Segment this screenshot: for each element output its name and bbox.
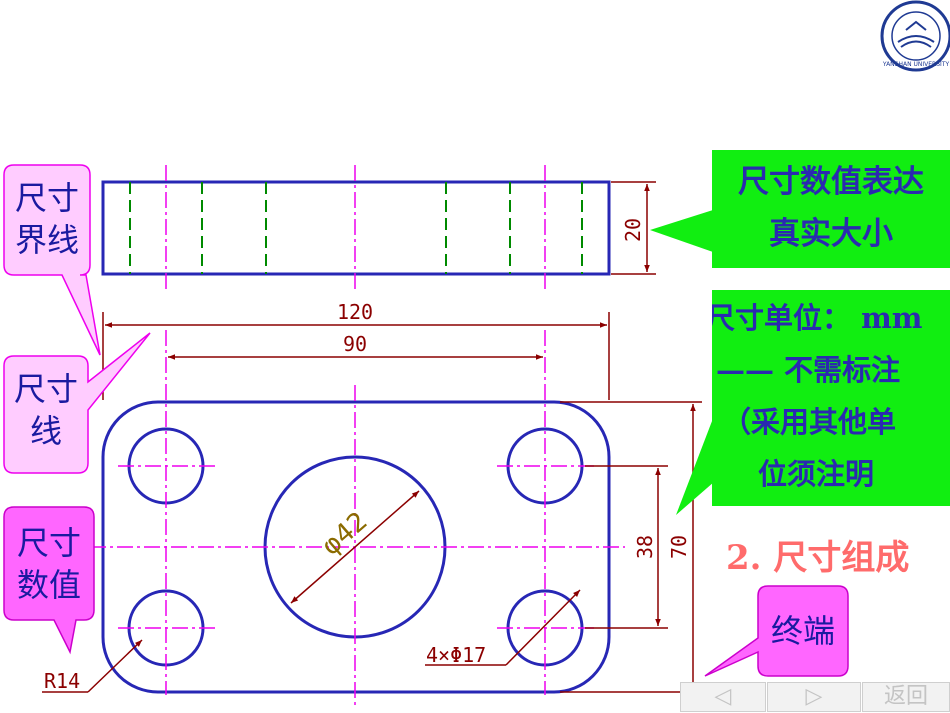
unit-line3: （采用其他单 bbox=[722, 405, 897, 439]
dimension-value-label: 尺寸 数值 bbox=[4, 522, 94, 606]
true-size-line2: 真实大小 bbox=[769, 216, 893, 252]
logo-text: YANSHAN UNIVERSITY bbox=[882, 61, 950, 68]
diameter-dimension-line bbox=[290, 490, 420, 604]
hole-spacing-y-label: 38 bbox=[633, 535, 657, 559]
hidden-lines bbox=[129, 182, 583, 274]
radius-leader bbox=[42, 639, 143, 693]
plan-view: 120 90 38 70 φ42 4×Φ17 bbox=[42, 300, 702, 705]
prev-button[interactable]: ◁ bbox=[680, 682, 766, 712]
unit-line4: 位须注明 bbox=[758, 457, 875, 491]
callout-dimension-line bbox=[3, 332, 151, 474]
top-view: 20 bbox=[101, 165, 656, 292]
section-heading: 2. 尺寸组成 bbox=[726, 538, 910, 578]
top-centerlines bbox=[165, 165, 546, 292]
width-label: 70 bbox=[667, 535, 691, 559]
callout-dimension-value bbox=[3, 506, 95, 655]
true-size-box: 尺寸数值表达 真实大小 bbox=[712, 150, 950, 268]
dimension-value-label-line2: 数值 bbox=[16, 566, 81, 604]
plan-centerlines bbox=[90, 330, 625, 705]
thickness-dimension bbox=[611, 181, 656, 275]
extension-line-label: 尺寸 界线 bbox=[4, 177, 90, 261]
hole-callout-leader bbox=[425, 589, 581, 666]
terminal-label: 终端 bbox=[770, 612, 835, 650]
thickness-label: 20 bbox=[621, 218, 645, 242]
university-logo: YANSHAN UNIVERSITY bbox=[880, 0, 950, 72]
radius-label: R14 bbox=[44, 669, 80, 693]
length-dimension bbox=[102, 312, 610, 400]
unit-line1: 尺寸单位： mm bbox=[712, 301, 923, 335]
hole-callout-label: 4×Φ17 bbox=[426, 643, 486, 667]
dimension-line-label: 尺寸 线 bbox=[4, 368, 88, 452]
back-button[interactable]: 返回 bbox=[862, 682, 950, 712]
next-button[interactable]: ▷ bbox=[767, 682, 861, 712]
hole-spacing-x-label: 90 bbox=[343, 332, 367, 356]
dimension-line-label-line2: 线 bbox=[29, 412, 62, 450]
dimension-line-label-line1: 尺寸 bbox=[13, 370, 78, 408]
unit-box: 尺寸单位： mm —— 不需标注 （采用其他单 位须注明 bbox=[712, 290, 950, 506]
hole-spacing-y-dimension bbox=[585, 465, 668, 629]
extension-line-label-line2: 界线 bbox=[14, 221, 79, 259]
dimension-value-label-line1: 尺寸 bbox=[16, 524, 81, 562]
true-size-line1: 尺寸数值表达 bbox=[738, 164, 924, 200]
true-size-pointer bbox=[650, 210, 713, 252]
callout-terminal bbox=[704, 585, 849, 677]
length-label: 120 bbox=[337, 300, 373, 324]
extension-line-label-line1: 尺寸 bbox=[14, 179, 79, 217]
width-dimension bbox=[560, 401, 702, 693]
diameter-label: φ42 bbox=[316, 506, 374, 562]
callout-extension-line bbox=[3, 164, 101, 356]
unit-line2: —— 不需标注 bbox=[716, 353, 901, 387]
